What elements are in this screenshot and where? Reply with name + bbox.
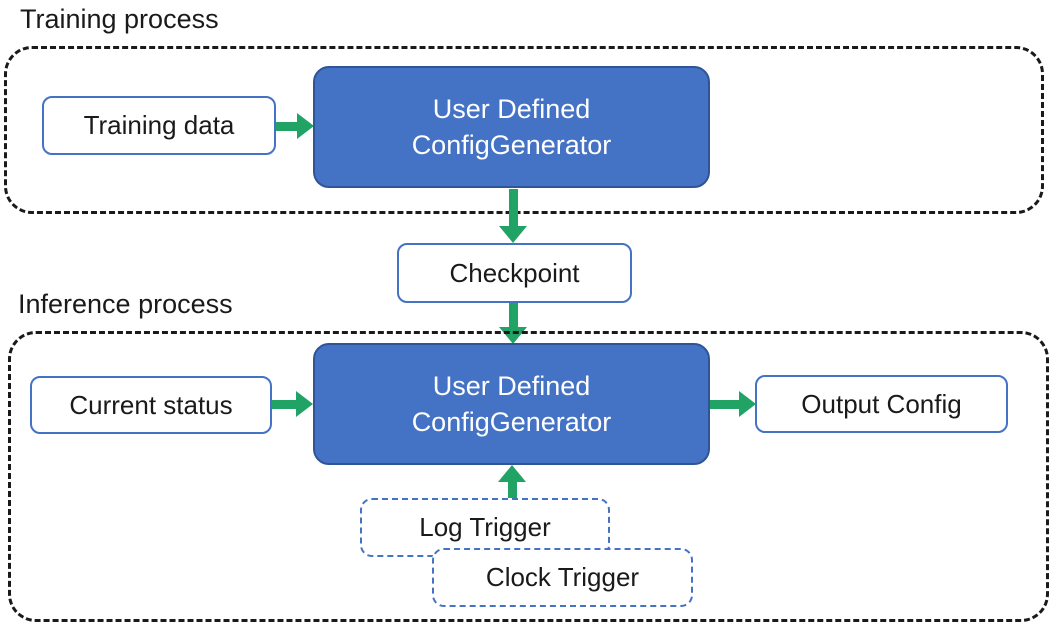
arrow-shaft	[276, 121, 297, 131]
training-container	[4, 46, 1044, 214]
arrow-shaft	[710, 399, 739, 409]
arrow-head	[297, 113, 314, 139]
arrow-current-status-to-generator	[272, 391, 313, 417]
training-configgenerator-line1: User Defined	[432, 93, 591, 124]
arrow-shaft	[508, 189, 518, 226]
arrow-head	[739, 391, 756, 417]
current-status-box: Current status	[30, 376, 272, 434]
arrow-generator-to-checkpoint	[499, 189, 527, 243]
arrow-triggers-to-generator	[498, 465, 526, 498]
clock-trigger-box: Clock Trigger	[432, 548, 693, 607]
arrow-head	[499, 226, 527, 243]
checkpoint-box: Checkpoint	[397, 243, 632, 303]
arrow-training-data-to-generator	[276, 113, 314, 139]
output-config-box: Output Config	[755, 375, 1008, 433]
inference-container	[8, 331, 1049, 622]
inference-configgenerator-line1: User Defined	[432, 370, 591, 401]
arrow-shaft	[507, 482, 517, 498]
inference-process-label: Inference process	[18, 289, 233, 319]
arrow-shaft	[272, 399, 296, 409]
inference-configgenerator-box: User Defined ConfigGenerator	[313, 343, 710, 465]
arrow-shaft	[508, 303, 518, 327]
training-data-box: Training data	[42, 96, 276, 155]
arrow-generator-to-output-config	[710, 391, 756, 417]
training-process-label: Training process	[20, 4, 219, 34]
training-configgenerator-box: User Defined ConfigGenerator	[313, 66, 710, 188]
training-configgenerator-line2: ConfigGenerator	[411, 130, 612, 160]
arrow-head	[498, 465, 526, 482]
arrow-head	[296, 391, 313, 417]
inference-configgenerator-line2: ConfigGenerator	[411, 407, 612, 437]
